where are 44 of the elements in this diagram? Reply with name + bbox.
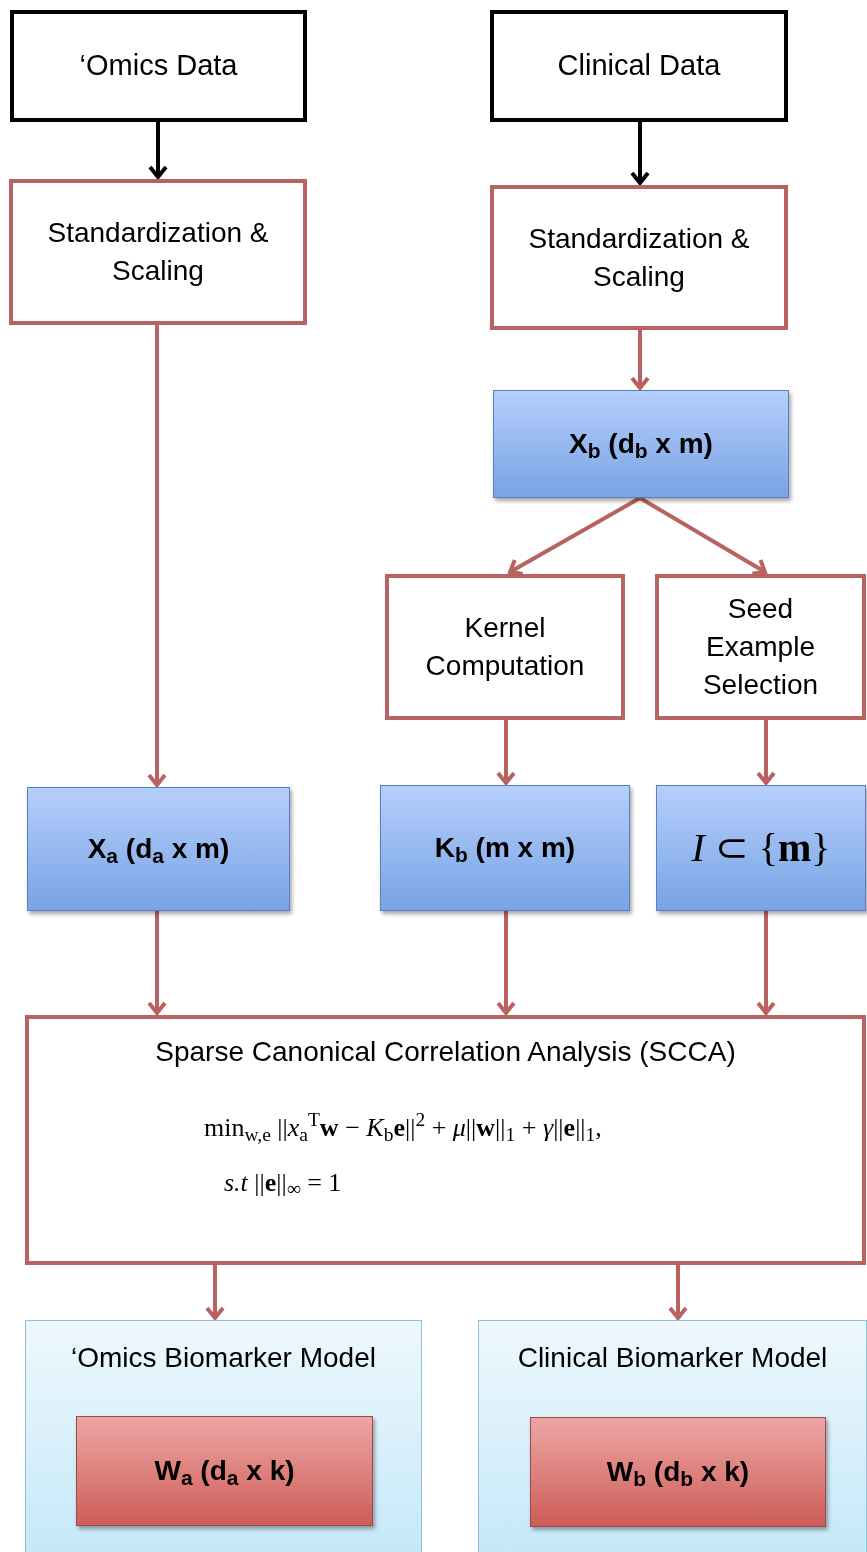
arrow — [630, 122, 650, 185]
arrow — [148, 122, 168, 179]
optimization-formula: min$_{w,e}$ ||x$_{a}$$^{T}$w − K$_{b}$e||$^{2}$ + μ||w||$_{1}$ + γ||e||$_{1}$, s.t ||e||$_{∞}$ = 1 — [204, 1108, 602, 1202]
arrow — [205, 1265, 225, 1320]
matrix-box — [27, 787, 290, 911]
process-box — [9, 179, 307, 325]
box-label: ‘Omics Data — [79, 48, 238, 84]
matrix-box — [656, 785, 866, 911]
arrow — [147, 325, 167, 787]
box-label: Standardization & Scaling — [527, 221, 751, 294]
matrix-box — [493, 390, 789, 498]
box-label: I ⊂ {m} — [691, 824, 831, 872]
method-title: Sparse Canonical Correlation Analysis (SCCA) — [155, 1035, 736, 1069]
process-box — [385, 574, 625, 720]
matrix-box — [380, 785, 630, 911]
model-panel — [25, 1320, 422, 1552]
box-label: W$_{a}$ (d$_{a}$ x k) — [154, 1454, 295, 1492]
box-label: Seed Example Selection — [701, 592, 820, 702]
arrow — [630, 330, 650, 390]
panel-title: ‘Omics Biomarker Model — [71, 1341, 376, 1375]
weight-matrix-box — [76, 1416, 373, 1526]
arrow — [668, 1265, 688, 1320]
process-box — [655, 574, 866, 720]
arrow — [756, 720, 776, 785]
arrow — [639, 496, 767, 576]
box-label: Clinical Data — [557, 48, 721, 84]
weight-matrix-box — [530, 1417, 826, 1527]
data-source-box — [490, 10, 788, 122]
arrow — [756, 911, 776, 1015]
box-label: W$_{b}$ (d$_{b}$ x k) — [606, 1455, 750, 1493]
arrow — [496, 720, 516, 785]
method-box — [25, 1015, 866, 1265]
process-box — [490, 185, 788, 330]
panel-title: Clinical Biomarker Model — [517, 1341, 828, 1375]
box-label: Kernel Computation — [424, 611, 586, 683]
box-label: K$_{b}$ (m x m) — [434, 831, 576, 869]
box-label: X$_{a}$ (d$_{a}$ x m) — [87, 832, 230, 870]
arrow — [508, 496, 641, 576]
model-panel — [478, 1320, 867, 1552]
box-label: X$_{b}$ (d$_{b}$ x m) — [569, 427, 713, 465]
arrow — [496, 911, 516, 1015]
box-label: Standardization & Scaling — [46, 216, 270, 288]
arrow — [147, 911, 167, 1015]
data-source-box — [10, 10, 307, 122]
